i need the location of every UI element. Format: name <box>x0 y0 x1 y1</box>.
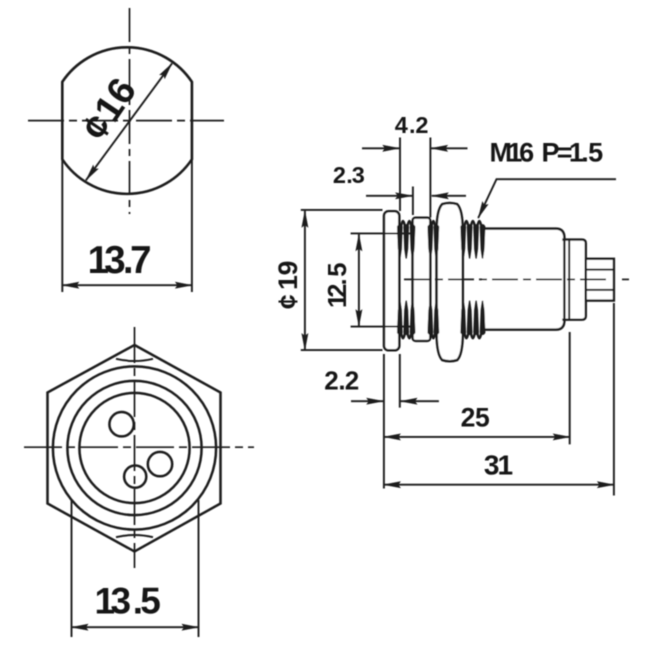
svg-text:4: 4 <box>395 112 408 138</box>
svg-text:6: 6 <box>519 138 534 168</box>
svg-text:5: 5 <box>588 138 603 168</box>
svg-text:2: 2 <box>345 366 359 396</box>
svg-text:2: 2 <box>324 366 338 396</box>
svg-text:.: . <box>346 162 353 188</box>
svg-text:5: 5 <box>475 402 490 432</box>
svg-text:3: 3 <box>484 450 500 481</box>
svg-text:¢: ¢ <box>273 294 303 309</box>
svg-text:.: . <box>133 580 143 621</box>
svg-text:1: 1 <box>95 580 116 621</box>
svg-text:5: 5 <box>140 580 161 621</box>
svg-text:.: . <box>581 138 589 168</box>
svg-text:3: 3 <box>352 162 365 188</box>
svg-text:9: 9 <box>273 261 303 276</box>
svg-text:2: 2 <box>461 402 476 432</box>
svg-text:2: 2 <box>324 284 352 298</box>
svg-text:.: . <box>409 112 416 138</box>
svg-text:.: . <box>123 239 134 282</box>
svg-text:1: 1 <box>498 450 514 481</box>
svg-text:5: 5 <box>324 263 352 277</box>
svg-text:3: 3 <box>104 239 125 282</box>
svg-text:1: 1 <box>324 294 352 308</box>
svg-text:3: 3 <box>111 580 132 621</box>
svg-text:P: P <box>541 138 559 168</box>
svg-text:1: 1 <box>273 275 303 290</box>
svg-text:M: M <box>489 138 512 168</box>
svg-text:2: 2 <box>333 162 346 188</box>
svg-text:1: 1 <box>88 239 109 282</box>
svg-text:1: 1 <box>507 138 522 168</box>
svg-text:2: 2 <box>415 112 428 138</box>
svg-text:.: . <box>338 366 345 396</box>
svg-text:1: 1 <box>569 138 584 168</box>
svg-text:=: = <box>557 138 573 168</box>
svg-text:.: . <box>324 278 352 285</box>
svg-text:7: 7 <box>130 239 151 282</box>
